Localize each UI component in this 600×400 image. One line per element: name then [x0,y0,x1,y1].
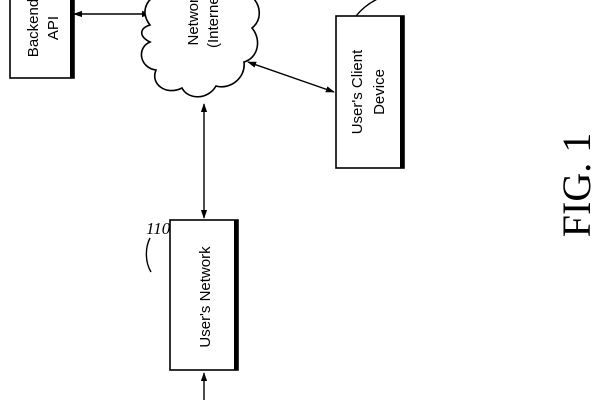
ref-numeral-110: 110 [146,219,171,238]
figure-label: FIG. 1 [554,133,599,237]
network-cloud: Network (Internet/ [140,0,261,98]
client-ref-leader [355,0,377,17]
network-label-line2: (Internet/ [205,0,222,48]
client-label-line1: User's Client [349,49,366,134]
network-label-line1: Network [185,0,202,46]
connector-network-client [247,61,335,93]
backend-label-line2: API [45,16,62,40]
ref-110-leader [145,237,152,273]
client-label-line2: Device [371,69,388,115]
backend-label-line1: Backend [25,0,42,57]
client-device-box: User's Client Device [335,15,405,169]
backend-api-box: Backend API [9,0,75,79]
user-network-box: User's Network [169,219,239,371]
user-network-label: User's Network [197,246,214,348]
